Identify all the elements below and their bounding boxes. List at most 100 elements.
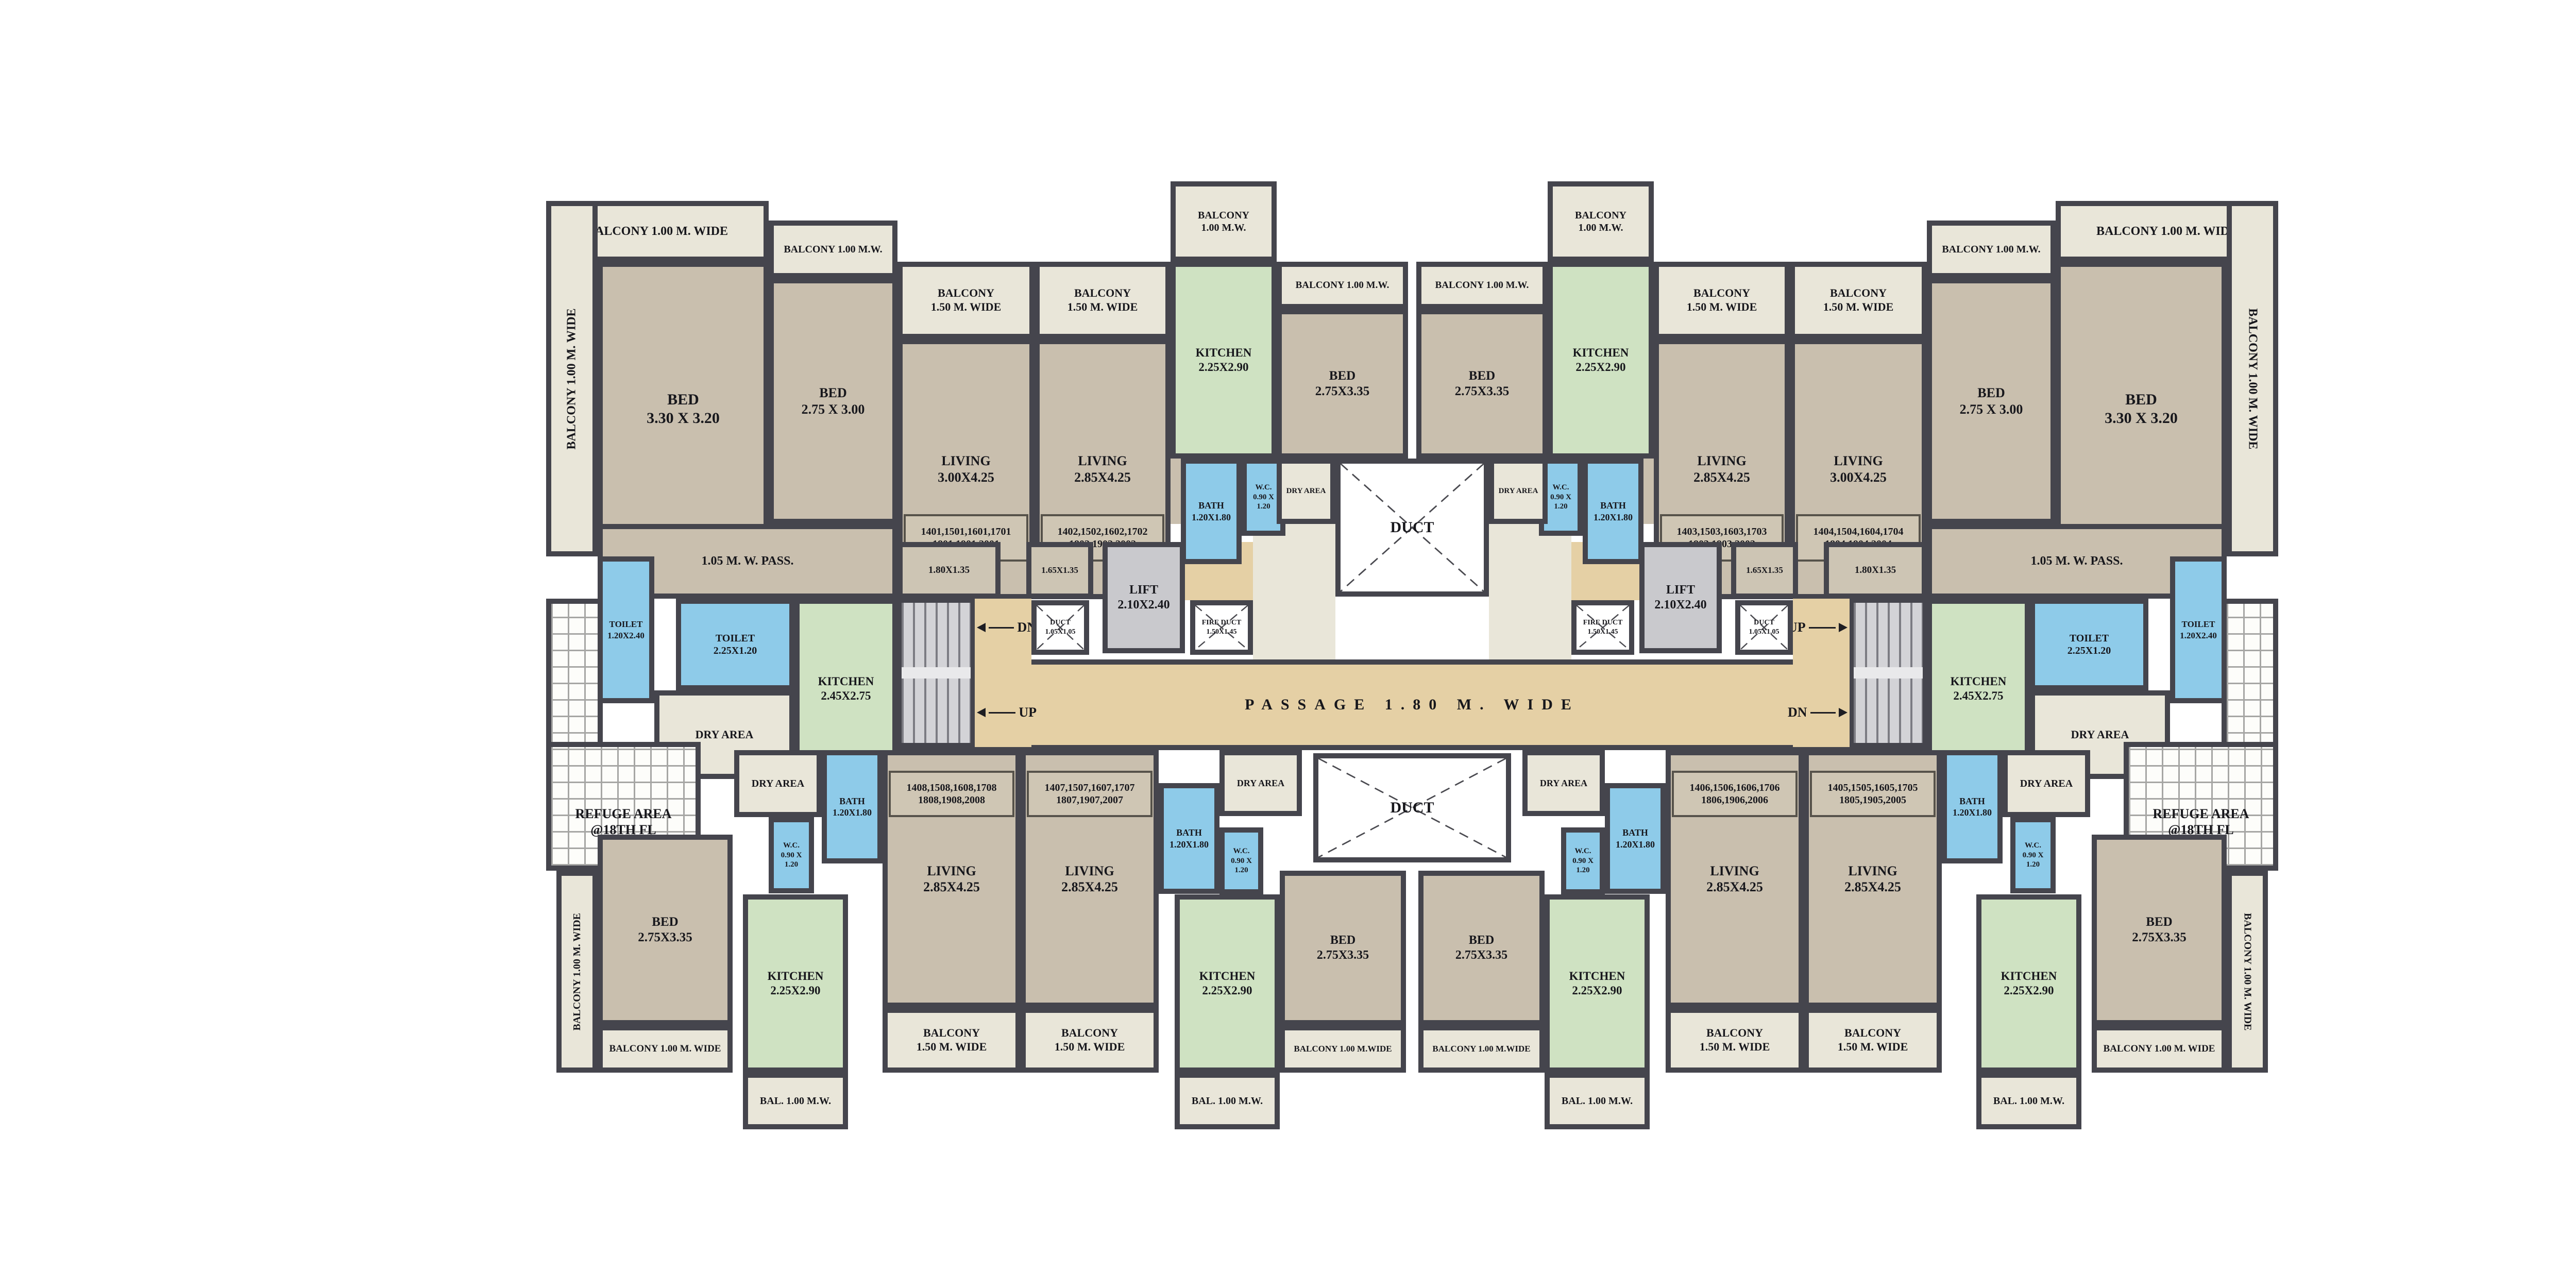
duct-105-right-cross-icon xyxy=(1740,605,1788,650)
fire-duct-right-cross-icon xyxy=(1577,605,1629,650)
dry-area-unit8-label: DRY AREA xyxy=(751,777,805,789)
balcony-bed2-unit1: BALCONY 1.00 M.W. xyxy=(769,221,897,278)
duct-center-bottom-cross-icon xyxy=(1318,758,1506,857)
arrow-dn-left-arrowhead-icon xyxy=(977,623,986,632)
balcony-bed-unit3: BALCONY 1.00 M.W. xyxy=(1416,262,1548,309)
arrow-dn-left: DN xyxy=(977,618,1037,637)
dry-area-unit2-label: DRY AREA xyxy=(1286,487,1326,496)
arrow-up-left-arrowhead-icon xyxy=(977,708,986,717)
room-180-right: 1.80X1.35 xyxy=(1824,542,1927,599)
duct-center-top-cross-icon xyxy=(1341,464,1484,591)
balcony-left-unit8-label: BALCONY 1.00 M. WIDE xyxy=(571,912,583,1031)
balcony-bottom-unit7-label: BALCONY 1.00 M.WIDE xyxy=(1294,1044,1392,1054)
dry-area-unit3-label: DRY AREA xyxy=(1498,487,1538,496)
balcony-top-left-label: BALCONY 1.00 M. WIDE xyxy=(586,224,728,238)
balcony-kitchen-unit6: BAL. 1.00 M.W. xyxy=(1545,1073,1650,1129)
balcony-bed2-unit1-label: BALCONY 1.00 M.W. xyxy=(784,243,883,255)
room-180-left-label: 1.80X1.35 xyxy=(928,565,970,576)
room-165-right: 1.65X1.35 xyxy=(1731,542,1798,599)
arrow-dn-right-label: DN xyxy=(1788,705,1807,720)
duct-center-bottom: DUCT xyxy=(1313,753,1511,862)
room-180-right-label: 1.80X1.35 xyxy=(1854,565,1896,576)
balcony-bottom-unit5-label: BALCONY 1.00 M. WIDE xyxy=(2103,1043,2215,1055)
balcony-bottom-unit6: BALCONY 1.00 M.WIDE xyxy=(1418,1025,1545,1073)
dry-area-unit8: DRY AREA xyxy=(734,750,822,817)
balcony-left-unit8: BALCONY 1.00 M. WIDE xyxy=(556,871,598,1073)
duct-105-left-cross-icon xyxy=(1037,605,1084,650)
balcony-bed2-unit4-label: BALCONY 1.00 M.W. xyxy=(1942,243,2041,255)
balcony-kitchen-unit7: BAL. 1.00 M.W. xyxy=(1175,1073,1280,1129)
arrow-dn-right-arrowhead-icon xyxy=(1839,708,1848,717)
dry-area-unit5: DRY AREA xyxy=(2003,750,2090,817)
duct-center-top: DUCT xyxy=(1335,459,1489,597)
arrow-up-right-arrowhead-icon xyxy=(1839,623,1848,632)
arrow-dn-left-line xyxy=(989,626,1014,629)
balcony-kitchen-unit5-label: BAL. 1.00 M.W. xyxy=(1993,1095,2065,1107)
dry-area-unit2: DRY AREA xyxy=(1277,459,1335,524)
arrow-up-left: UP xyxy=(977,703,1037,722)
duct-surround-right xyxy=(1489,524,1571,659)
balcony-kitchen-unit8: BAL. 1.00 M.W. xyxy=(743,1073,848,1129)
balcony-bottom-unit8-label: BALCONY 1.00 M. WIDE xyxy=(609,1043,721,1055)
dry-area-unit3: DRY AREA xyxy=(1489,459,1548,524)
arrow-up-left-line xyxy=(989,711,1016,714)
arrow-dn-right-line xyxy=(1810,711,1836,714)
balcony-bed-unit3-label: BALCONY 1.00 M.W. xyxy=(1435,280,1529,291)
refuge-label-right-label: REFUGE AREA@18TH FL xyxy=(2153,806,2249,837)
